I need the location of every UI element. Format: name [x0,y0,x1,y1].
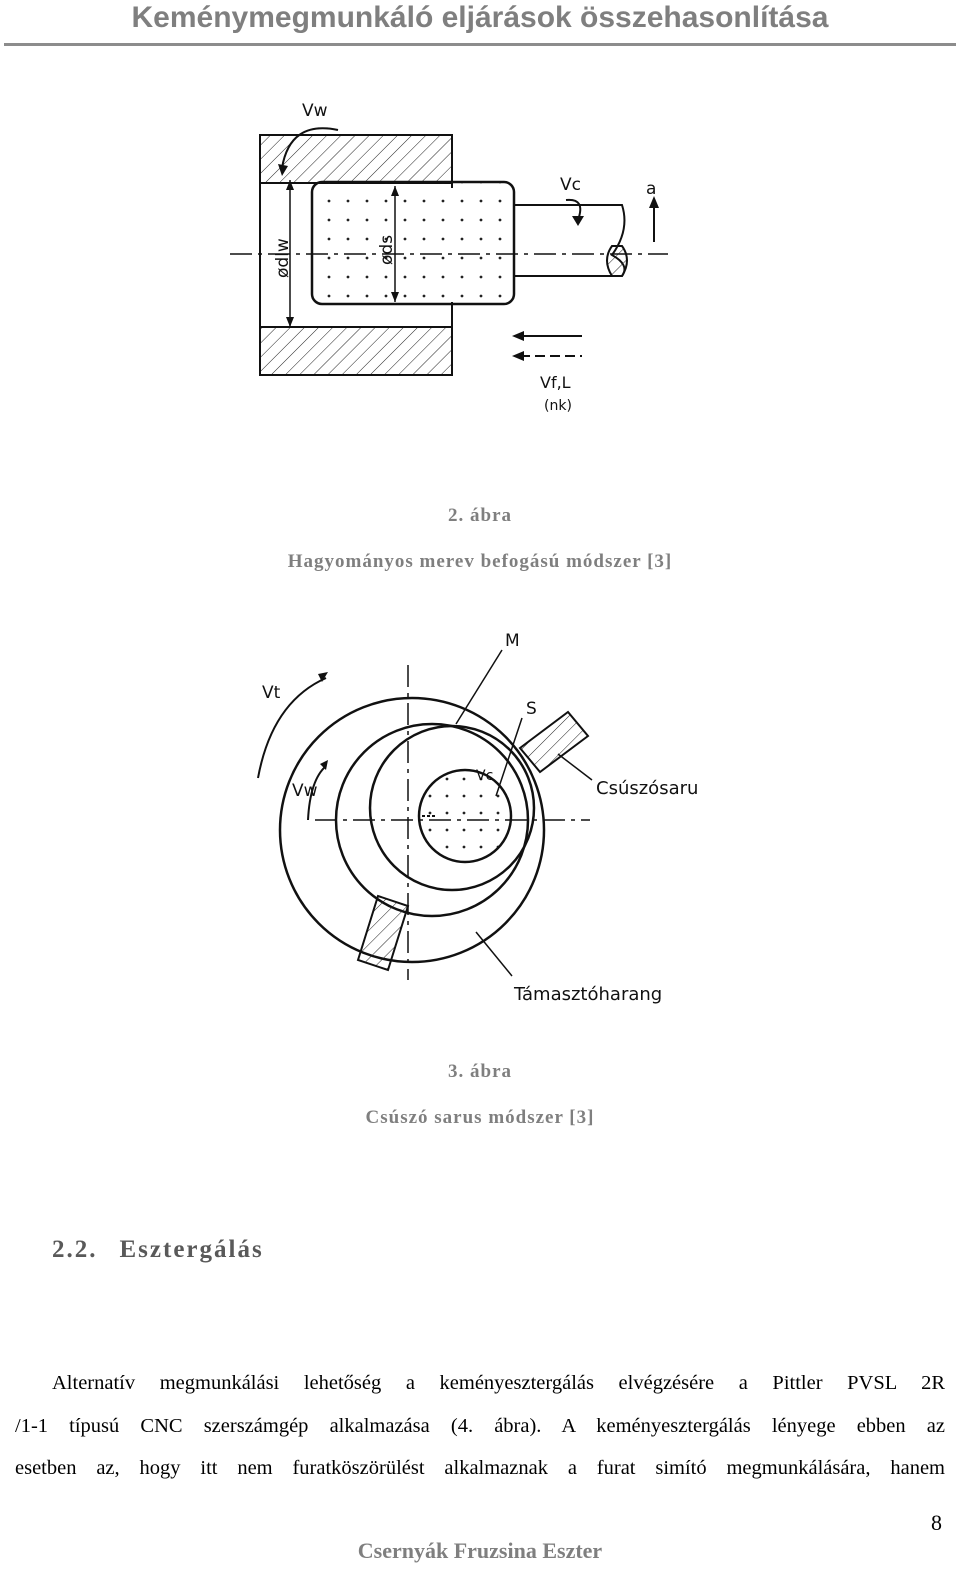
nk-label: (nk) [544,398,572,414]
diameter-dlw-label: ødlw [273,238,293,278]
figure-3-caption: Csúszó sarus módszer [3] [365,1107,595,1128]
section-heading: 2.2. Esztergálás [52,1236,264,1264]
figure-3-number: 3. ábra [448,1061,512,1082]
s-label: S [526,699,537,719]
workpiece-bore [417,768,513,864]
body-paragraph: Alternatív megmunkálási lehetőség a kemé… [15,1362,945,1490]
figure-3-diagram: M S Csúszósaru Támasztóharang Vt Vw Vc [257,631,698,1005]
vc-label: Vc [560,175,581,195]
workpiece [310,180,516,306]
m-label: M [505,631,520,651]
page-header-title: Keménymegmunkáló eljárások összehasonlít… [131,1,829,34]
sliding-shoe-upper [518,710,590,774]
sliding-shoe-lower [356,894,410,972]
figure-2-number: 2. ábra [448,505,512,526]
vfl-label: Vf,L [540,373,571,392]
figure-2-caption: Hagyományos merev befogású módszer [3] [287,551,673,572]
vw-label-fig3: Vw [292,781,318,801]
tool-shank [514,204,628,277]
a-label: a [646,179,656,199]
diameter-dls-label: øds [377,235,397,265]
support-bell [278,696,546,964]
section-title: Esztergálás [119,1236,264,1263]
footer-author: Csernyák Fruzsina Eszter [357,1538,603,1563]
body-line: Alternatív megmunkálási lehetőség a kemé… [52,1372,945,1394]
vt-label: Vt [262,683,281,703]
page-number: 8 [931,1510,942,1535]
section-number: 2.2. [52,1236,98,1263]
figure-2-diagram: ødlw øds Vw Vc a Vf,L (nk) [230,101,668,414]
tamasztoharang-label: Támasztóharang [513,984,662,1005]
body-line: esetben az, hogy itt nem furatköszörülés… [15,1457,945,1479]
vw-label: Vw [302,101,328,121]
vc-label-fig3: Vc [476,768,493,784]
fixture-lower [259,326,453,376]
body-line: /1-1 típusú CNC szerszámgép alkalmazása … [15,1414,945,1437]
csuszosaru-label: Csúszósaru [596,778,698,799]
fixture-upper [259,134,453,184]
header-rule [4,43,956,46]
